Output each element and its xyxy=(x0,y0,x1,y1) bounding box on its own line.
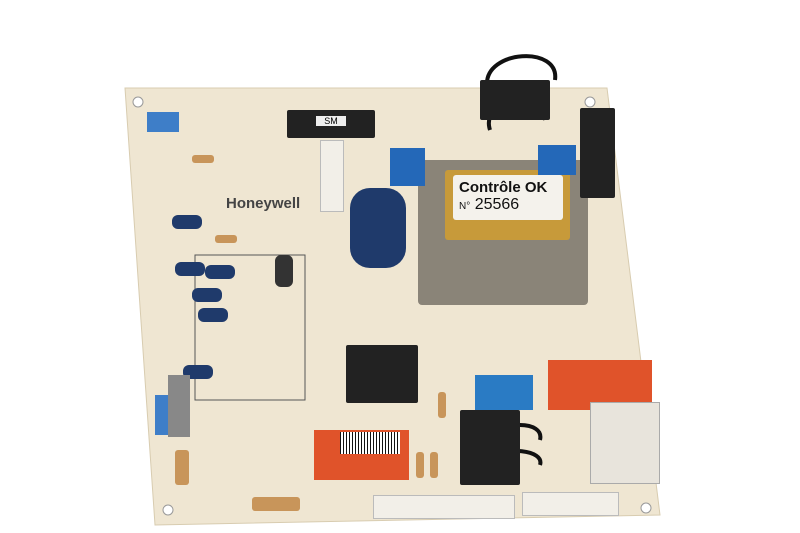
relay xyxy=(590,402,660,484)
mount-hole xyxy=(162,504,174,516)
capacitor xyxy=(183,365,213,379)
barcode xyxy=(340,432,400,454)
capacitor xyxy=(205,265,235,279)
resistor xyxy=(416,452,424,478)
resistor xyxy=(192,155,214,163)
ic-chip: SM xyxy=(287,110,375,138)
connector xyxy=(580,108,615,198)
relay-black xyxy=(460,410,520,485)
ic-marking: SM xyxy=(316,116,346,126)
mount-hole xyxy=(640,502,652,514)
blue-relay xyxy=(475,375,533,410)
capacitor xyxy=(275,255,293,287)
relay xyxy=(548,360,652,410)
connector xyxy=(480,80,550,120)
capacitor xyxy=(175,262,205,276)
capacitor-grey xyxy=(168,375,190,437)
label-number-prefix: N° xyxy=(459,201,471,212)
control-label: Contrôle OK N° 25566 xyxy=(453,175,563,220)
mount-hole xyxy=(132,96,144,108)
capacitor xyxy=(172,215,202,229)
potentiometer xyxy=(538,145,576,175)
capacitor-blue xyxy=(147,112,179,132)
resistor xyxy=(430,452,438,478)
capacitor xyxy=(192,288,222,302)
capacitor-blue xyxy=(155,395,169,435)
resistor xyxy=(252,497,300,511)
label-title: Contrôle OK xyxy=(459,179,548,196)
potentiometer xyxy=(390,148,425,186)
resistor xyxy=(175,450,189,485)
label-number: 25566 xyxy=(474,196,520,213)
electrolytic-capacitor xyxy=(350,188,406,268)
mount-hole xyxy=(584,96,596,108)
connector xyxy=(373,495,515,519)
capacitor xyxy=(198,308,228,322)
connector xyxy=(522,492,619,516)
resistor xyxy=(438,392,446,418)
brand-logo: Honeywell xyxy=(226,195,301,212)
resistor xyxy=(215,235,237,243)
relay-black xyxy=(346,345,418,403)
connector xyxy=(320,140,344,212)
silkscreen-outline xyxy=(194,254,306,401)
